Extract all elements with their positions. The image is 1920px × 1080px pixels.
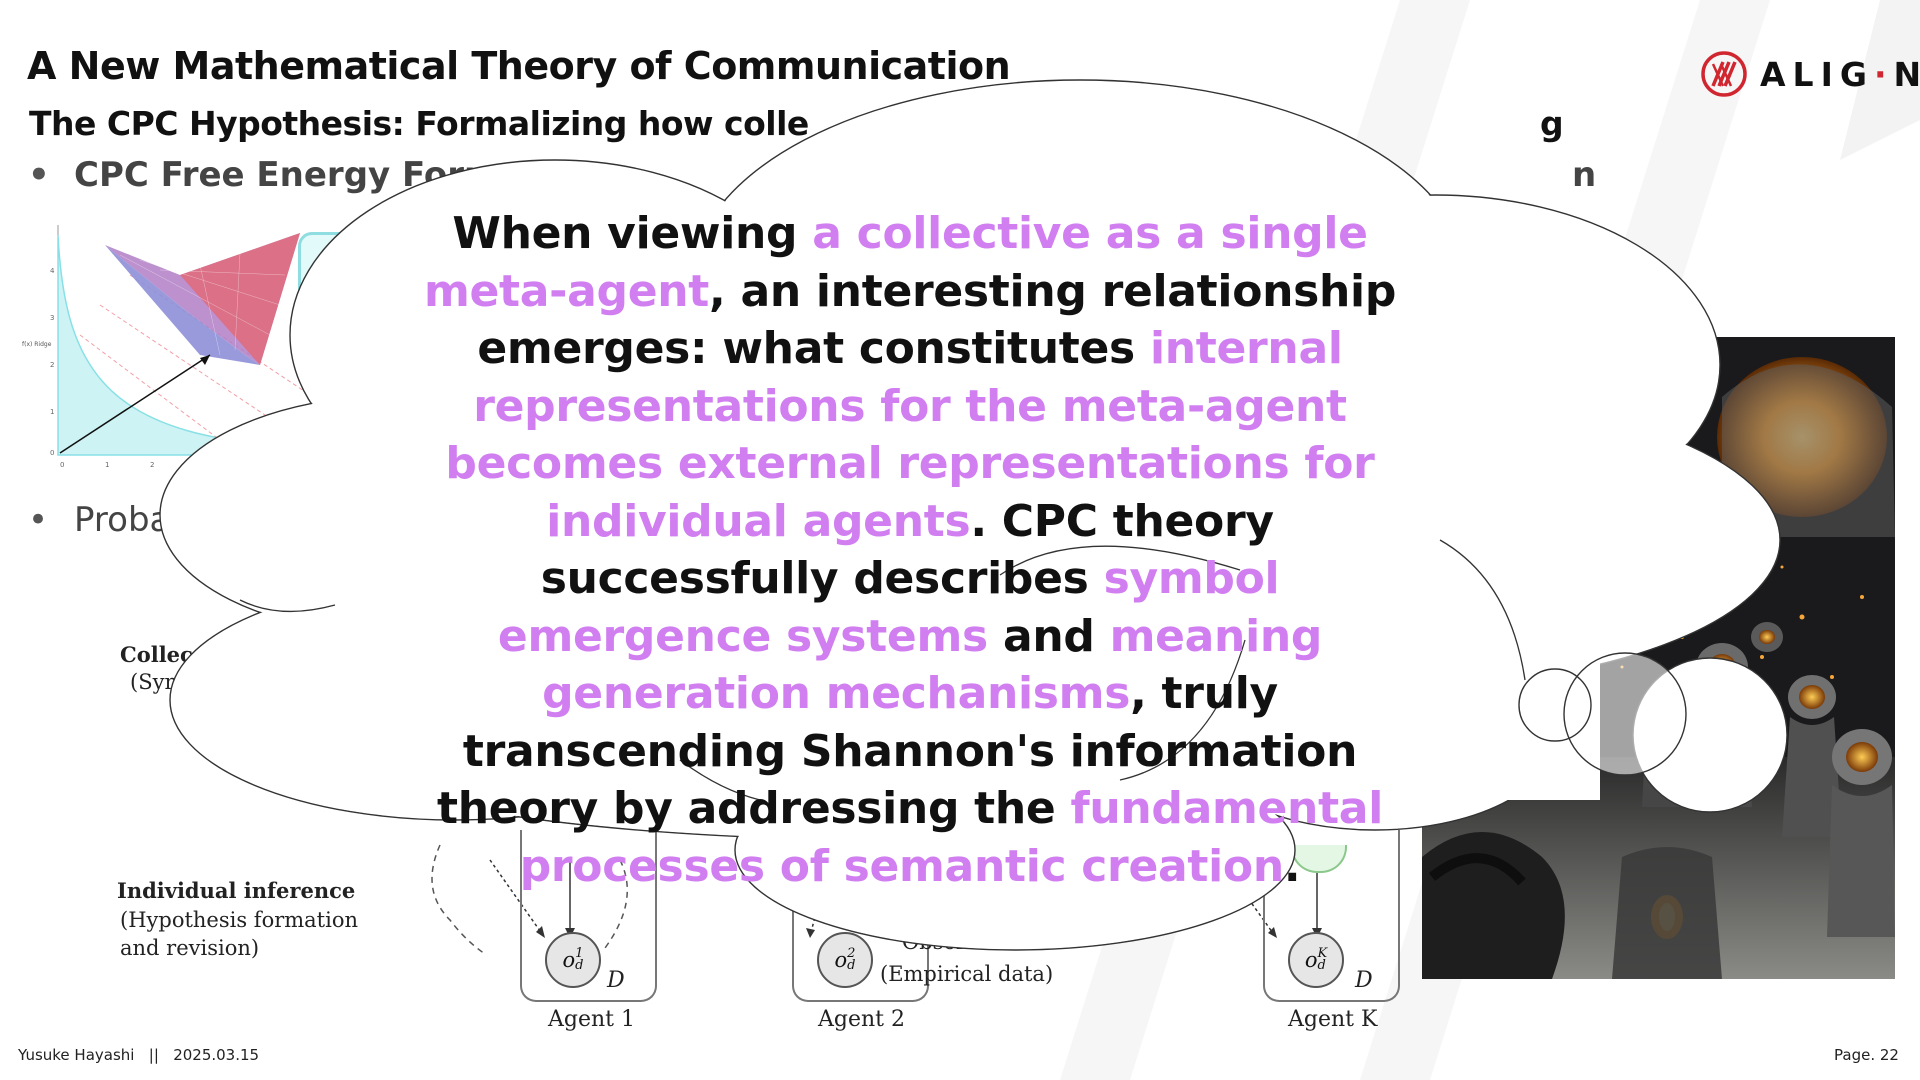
free-energy-surface-plot: 4 3 2 1 0 0 1 2 f(x) Ridge bbox=[22, 225, 311, 469]
footer-separator: || bbox=[148, 1046, 159, 1064]
bullet-text: CPC Free Energy Form bbox=[74, 155, 500, 195]
cloud-text-highlight: symbol emergence systems bbox=[497, 553, 1280, 662]
agent-1-label: Agent 1 bbox=[548, 1007, 635, 1032]
plate-letter: D bbox=[607, 968, 625, 993]
thought-cloud-text: When viewing a collective as a single me… bbox=[400, 205, 1420, 895]
y-tick: 0 bbox=[50, 449, 54, 457]
align-logo-text: ALIG·N bbox=[1760, 54, 1920, 94]
empirical-data-label: (Empirical data) bbox=[880, 962, 1054, 986]
cloud-text-segment: , an interesting relationship emerges: w… bbox=[477, 265, 1397, 375]
y-tick: 1 bbox=[50, 408, 54, 416]
slide-subtitle: The CPC Hypothesis: Formalizing how coll… bbox=[29, 104, 809, 143]
cloud-text-segment: . CPC theory successfully describes bbox=[540, 495, 1274, 605]
cloud-text-highlight: meaning generation mechanisms bbox=[542, 610, 1323, 720]
individual-inference-sublabel-2: and revision) bbox=[120, 936, 260, 960]
agent-k-label: Agent K bbox=[1288, 1007, 1378, 1032]
align-logo: ALIG·N bbox=[1700, 48, 1920, 100]
bullet-dot: • bbox=[28, 500, 49, 540]
footer-author: Yusuke Hayashi bbox=[18, 1046, 135, 1064]
individual-inference-label: Individual inference bbox=[117, 878, 356, 903]
cloud-text-highlight: internal representations for the meta-ag… bbox=[445, 323, 1375, 547]
y-tick: 2 bbox=[50, 361, 54, 369]
y-tick: 3 bbox=[50, 314, 54, 322]
cloud-text-highlight: fundamental processes of semantic creati… bbox=[519, 783, 1384, 892]
robot-collective-image bbox=[1422, 337, 1895, 979]
cloud-text-segment: When viewing bbox=[452, 208, 813, 259]
agent-1-plate bbox=[520, 830, 657, 1002]
bullet-dot: • bbox=[28, 155, 50, 195]
align-logo-icon bbox=[1701, 51, 1747, 97]
bullet-text: Proba bbox=[74, 500, 171, 540]
bullet-probabilistic: • Proba bbox=[28, 500, 170, 540]
cloud-text-highlight: a collective as a single meta-agent bbox=[423, 208, 1368, 317]
slide-title: A New Mathematical Theory of Communicati… bbox=[27, 44, 1011, 88]
footer-date: 2025.03.15 bbox=[173, 1046, 260, 1064]
bullet-free-energy: • CPC Free Energy Form bbox=[28, 155, 499, 195]
cloud-text-segment: and bbox=[987, 610, 1110, 662]
footer-page-number: Page. 22 bbox=[1834, 1046, 1899, 1064]
individual-inference-sublabel-1: (Hypothesis formation bbox=[120, 908, 359, 932]
plot-axis-label: f(x) Ridge bbox=[22, 341, 52, 348]
agent-2-label: Agent 2 bbox=[818, 1007, 905, 1032]
cloud-text-segment: , truly transcending Shannon's informati… bbox=[437, 668, 1358, 834]
hidden-formula-box bbox=[298, 232, 364, 378]
collective-inference-sublabel: (Symb bbox=[130, 670, 198, 694]
y-tick: 4 bbox=[50, 267, 55, 275]
x-tick: 1 bbox=[105, 461, 109, 469]
x-tick: 2 bbox=[150, 461, 154, 469]
cloud-text-segment: . bbox=[1283, 840, 1301, 892]
bullet-free-energy-tail: n bbox=[1572, 155, 1597, 195]
slide-subtitle-tail: g bbox=[1540, 104, 1564, 143]
x-tick: 0 bbox=[60, 461, 64, 469]
plate-letter: D bbox=[1355, 968, 1373, 993]
collective-inference-label: Collec bbox=[120, 642, 193, 667]
footer-author-date: Yusuke Hayashi || 2025.03.15 bbox=[18, 1046, 259, 1064]
observation-label: Observation bbox=[902, 930, 1032, 954]
